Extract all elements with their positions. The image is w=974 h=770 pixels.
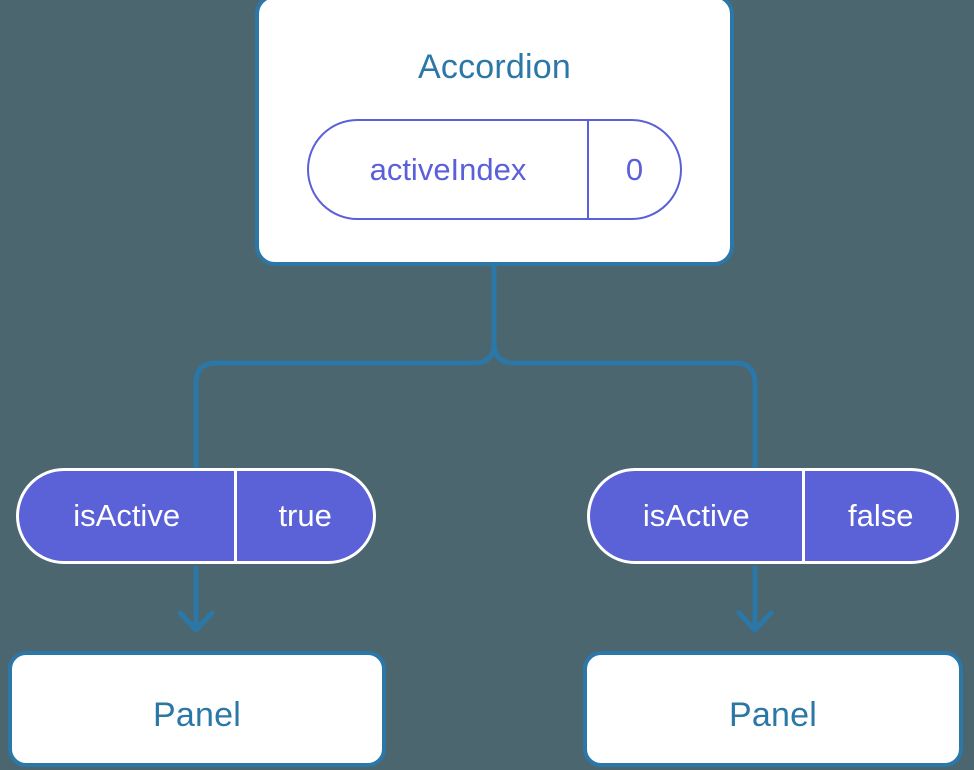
tree-connector-accordion-to-pills: [193, 263, 497, 473]
tree-connector-accordion-to-right-pill: [491, 340, 758, 473]
state-pill-is-active-left-value: true: [234, 471, 373, 561]
arrow-right-pill-to-panel: [736, 565, 774, 633]
panel-title-right: Panel: [729, 696, 817, 734]
state-pill-is-active-right[interactable]: isActive false: [587, 468, 959, 564]
panel-component-card-right[interactable]: Panel: [583, 651, 963, 767]
state-pill-active-index-key: activeIndex: [369, 151, 527, 187]
arrow-left-pill-to-panel: [177, 565, 215, 633]
state-pill-is-active-right-key: isActive: [642, 498, 750, 533]
panel-title-left: Panel: [153, 696, 241, 734]
accordion-title: Accordion: [418, 48, 571, 86]
state-pill-is-active-left-key: isActive: [73, 498, 181, 533]
panel-component-card-left[interactable]: Panel: [8, 651, 386, 767]
state-pill-is-active-left[interactable]: isActive true: [16, 468, 376, 564]
state-pill-active-index[interactable]: activeIndex 0: [307, 119, 682, 220]
state-pill-active-index-value: 0: [586, 121, 680, 218]
state-pill-is-active-right-value: false: [802, 471, 956, 561]
